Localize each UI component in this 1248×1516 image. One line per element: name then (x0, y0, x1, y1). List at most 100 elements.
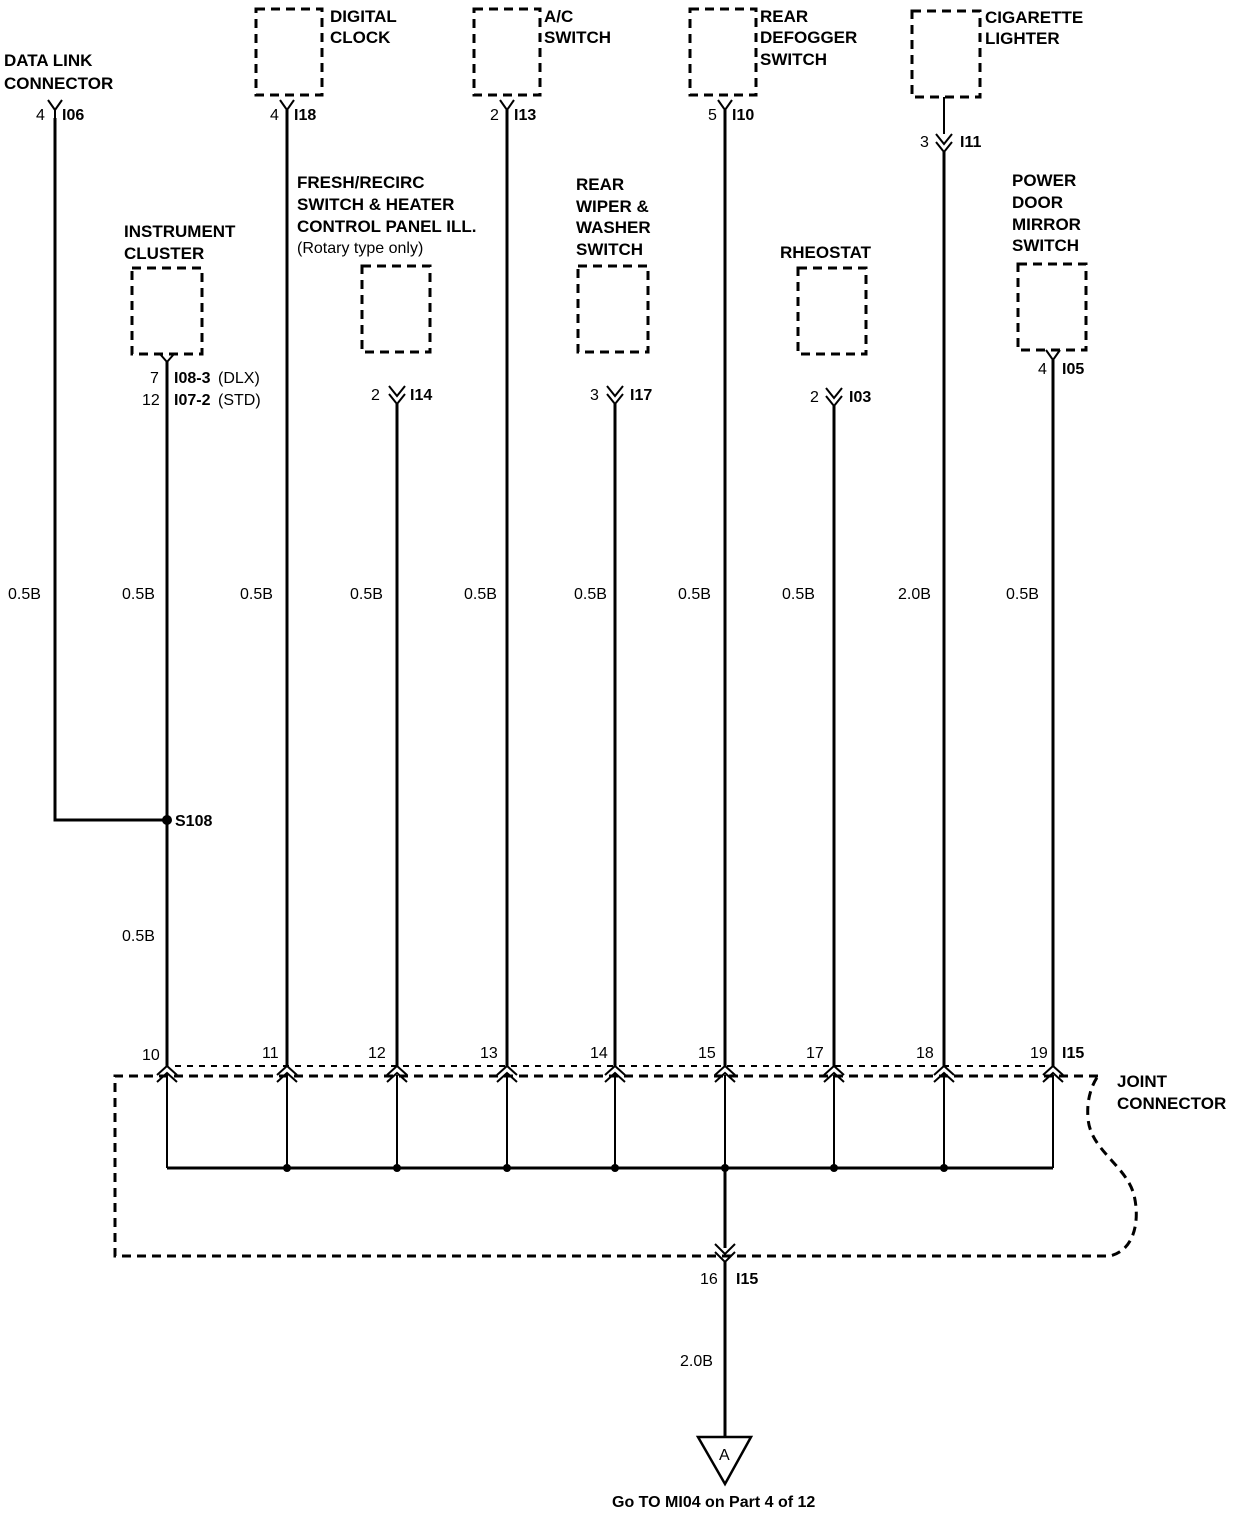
fresh-recirc-label-1: FRESH/RECIRC (297, 173, 425, 192)
digital-clock-label-1: DIGITAL (330, 7, 397, 26)
ac-switch-box (472, 7, 542, 97)
rear-defogger-label-2: DEFOGGER (760, 28, 857, 47)
instrument-cluster-variant-a: (DLX) (218, 370, 260, 387)
joint-pin-label: 14 (590, 1045, 608, 1062)
rear-defogger-pin: 5 (708, 107, 717, 124)
joint-pin-label: 19 (1030, 1045, 1048, 1062)
rheostat-pin: 2 (810, 389, 819, 406)
rear-defogger-box (688, 7, 758, 97)
rear-defogger-switch: REAR DEFOGGER SWITCH 5 I10 0.5B (678, 7, 857, 1066)
data-link-connector: DATA LINK CONNECTOR 4 I06 0.5B (4, 51, 167, 822)
data-link-connector-id: I06 (62, 107, 84, 124)
fresh-recirc-label-2: SWITCH & HEATER (297, 195, 454, 214)
power-mirror-label-4: SWITCH (1012, 236, 1079, 255)
digital-clock-terminal (279, 99, 295, 112)
rear-wiper-label-4: SWITCH (576, 240, 643, 259)
cigarette-lighter: CIGARETTE LIGHTER 3 I11 2.0B (898, 8, 1083, 1066)
instrument-cluster-box (130, 266, 204, 356)
data-link-label-2: CONNECTOR (4, 74, 113, 93)
fresh-recirc-gauge: 0.5B (350, 586, 383, 603)
instrument-cluster-label-1: INSTRUMENT (124, 222, 236, 241)
cigarette-lighter-label-1: CIGARETTE (985, 8, 1083, 27)
ground-triangle-icon (695, 1435, 754, 1487)
data-link-pin: 4 (36, 107, 45, 124)
joint-pin-terminal (156, 1064, 178, 1083)
cigarette-lighter-label-2: LIGHTER (985, 29, 1060, 48)
rear-wiper-conn: I17 (630, 387, 652, 404)
instrument-cluster: INSTRUMENT CLUSTER 7 I08-3 (DLX) 12 I07-… (122, 222, 261, 1066)
output-gauge: 2.0B (680, 1353, 713, 1370)
digital-clock-box (254, 7, 324, 97)
rear-wiper-pin: 3 (590, 387, 599, 404)
instrument-cluster-pin-b: 12 (142, 392, 160, 409)
joint-pin-terminal (714, 1064, 736, 1083)
joint-pin-terminal (933, 1064, 955, 1083)
rheostat-conn: I03 (849, 389, 871, 406)
rear-wiper-terminal (606, 385, 624, 406)
bus-junction-dot (283, 1164, 291, 1172)
rear-defogger-label-3: SWITCH (760, 50, 827, 69)
joint-connector-label-2: CONNECTOR (1117, 1094, 1226, 1113)
rear-wiper-label-3: WASHER (576, 218, 651, 237)
bus-junction-dot (611, 1164, 619, 1172)
joint-connector-outline (113, 1074, 1138, 1258)
joint-pin-label: 15 (698, 1045, 716, 1062)
joint-connector: JOINT CONNECTOR I15 10 11 12 13 14 15 17… (113, 1045, 1226, 1288)
joint-pin-terminals (156, 1064, 1064, 1083)
digital-clock-gauge: 0.5B (240, 586, 273, 603)
splice-gauge: 0.5B (122, 928, 155, 945)
rheostat-box (796, 266, 868, 356)
splice-label: S108 (175, 813, 212, 830)
joint-connector-id: I15 (1062, 1045, 1084, 1062)
cigarette-lighter-pin: 3 (920, 134, 929, 151)
cigarette-lighter-terminal (935, 133, 953, 154)
instrument-cluster-gauge: 0.5B (122, 586, 155, 603)
bus-junction-dot (830, 1164, 838, 1172)
data-link-terminal (47, 99, 63, 118)
fresh-recirc-label-3: CONTROL PANEL ILL. (297, 217, 476, 236)
joint-pin-terminal (496, 1064, 518, 1083)
ac-switch-conn: I13 (514, 107, 536, 124)
fresh-recirc-note: (Rotary type only) (297, 240, 423, 257)
bus-junction-dot (393, 1164, 401, 1172)
ac-switch-pin: 2 (490, 107, 499, 124)
fresh-recirc-conn: I14 (410, 387, 432, 404)
instrument-cluster-conn-b: I07-2 (174, 392, 211, 409)
bus-junction-dot (503, 1164, 511, 1172)
cigarette-lighter-conn: I11 (960, 134, 981, 151)
rear-wiper-gauge: 0.5B (574, 586, 607, 603)
rear-wiper-label-2: WIPER & (576, 197, 649, 216)
joint-output-pin: 16 (700, 1271, 718, 1288)
power-mirror-conn: I05 (1062, 361, 1084, 378)
fresh-recirc-terminal (388, 385, 406, 406)
instrument-cluster-variant-b: (STD) (218, 392, 261, 409)
rear-defogger-label-1: REAR (760, 7, 808, 26)
ac-switch-label-1: A/C (544, 7, 573, 26)
rear-wiper-switch: REAR WIPER & WASHER SWITCH 3 I17 0.5B (574, 175, 652, 1066)
goto-reference: Go TO MI04 on Part 4 of 12 (612, 1494, 815, 1511)
bus-junction-dot (940, 1164, 948, 1172)
instrument-cluster-label-2: CLUSTER (124, 244, 204, 263)
fresh-recirc-switch: FRESH/RECIRC SWITCH & HEATER CONTROL PAN… (297, 173, 476, 1066)
digital-clock-conn: I18 (294, 107, 316, 124)
digital-clock-label-2: CLOCK (330, 28, 391, 47)
joint-pin-label: 10 (142, 1047, 160, 1064)
rheostat-gauge: 0.5B (782, 586, 815, 603)
instrument-cluster-conn-a: I08-3 (174, 370, 211, 387)
digital-clock: DIGITAL CLOCK 4 I18 0.5B (240, 7, 397, 1066)
data-link-wire (53, 118, 167, 822)
rear-wiper-label-1: REAR (576, 175, 624, 194)
joint-pin-terminal (604, 1064, 626, 1083)
instrument-cluster-terminal (159, 353, 175, 364)
ground-reference: 2.0B A Go TO MI04 on Part 4 of 12 (612, 1262, 815, 1511)
joint-output-conn: I15 (736, 1271, 758, 1288)
power-mirror-gauge: 0.5B (1006, 586, 1039, 603)
joint-pin-terminal (276, 1064, 298, 1083)
cigarette-lighter-gauge: 2.0B (898, 586, 931, 603)
joint-pin-label: 11 (262, 1045, 279, 1062)
ac-switch: A/C SWITCH 2 I13 0.5B (464, 7, 611, 1066)
joint-connector-label-1: JOINT (1117, 1072, 1168, 1091)
rear-defogger-gauge: 0.5B (678, 586, 711, 603)
rheostat-terminal (825, 387, 843, 408)
